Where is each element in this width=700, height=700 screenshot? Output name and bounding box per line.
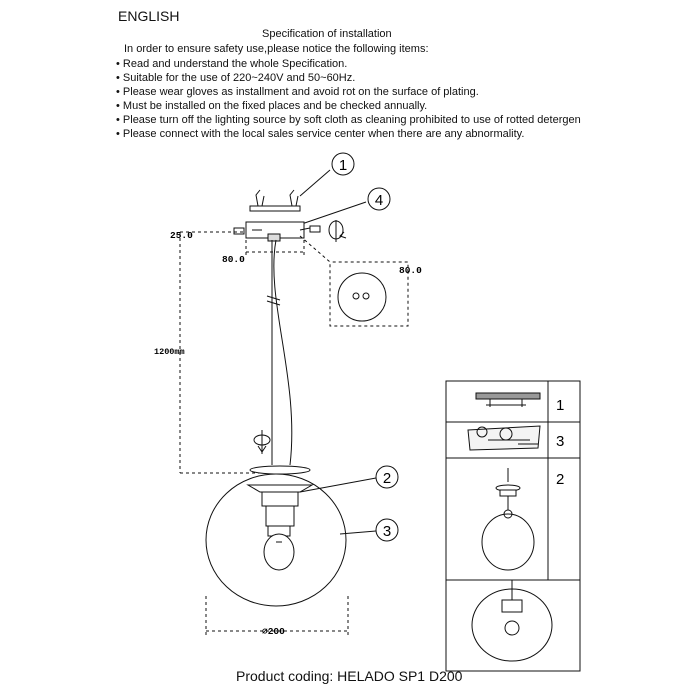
steps-panel xyxy=(445,380,581,672)
canopy-detail xyxy=(337,272,387,322)
canopy-width-label: 80.0 xyxy=(222,254,245,265)
ceiling-plate-icon xyxy=(475,392,541,407)
step-number: 1 xyxy=(556,397,564,414)
callout-2: 2 xyxy=(299,465,399,493)
callout-label: 3 xyxy=(383,523,391,540)
list-item: • Suitable for the use of 220~240V and 5… xyxy=(116,72,356,84)
detail-width-label: 80.0 xyxy=(399,265,422,276)
list-item: • Please turn off the lighting source by… xyxy=(116,114,581,126)
language-heading: ENGLISH xyxy=(118,8,180,24)
list-item: • Please connect with the local sales se… xyxy=(116,128,525,140)
suspension-cable xyxy=(266,239,293,466)
callout-1: 1 xyxy=(299,152,355,197)
intro-text: In order to ensure safety use,please not… xyxy=(124,43,429,55)
globe-shade-icon xyxy=(205,473,347,607)
dimension-lines xyxy=(179,231,409,636)
assembled-lamp-icon xyxy=(471,580,553,662)
bulb-icon xyxy=(263,525,295,571)
callout-label: 1 xyxy=(339,157,347,174)
ceiling-canopy xyxy=(245,221,311,242)
lamp-holder xyxy=(246,465,314,527)
callout-label: 4 xyxy=(375,192,383,209)
spec-title: Specification of installation xyxy=(262,28,392,40)
shade-assembly-icon xyxy=(481,468,535,571)
rotate-icon xyxy=(328,220,347,242)
product-coding: Product coding: HELADO SP1 D200 xyxy=(236,668,463,684)
rotate-icon xyxy=(253,430,271,454)
cable-length-label: 1200mm xyxy=(154,347,185,357)
safety-list: • Read and understand the whole Specific… xyxy=(116,57,581,141)
callout-label: 2 xyxy=(383,470,391,487)
list-item: • Must be installed on the fixed places … xyxy=(116,100,428,112)
step-number: 2 xyxy=(556,471,564,488)
list-item: • Please wear gloves as installment and … xyxy=(116,86,479,98)
mounting-bracket xyxy=(249,189,301,212)
canopy-height-label: 25.0 xyxy=(170,230,193,241)
list-item: • Read and understand the whole Specific… xyxy=(116,58,348,70)
diameter-label: ⌀200 xyxy=(262,626,285,637)
canopy-install-icon xyxy=(467,425,541,451)
step-number: 3 xyxy=(556,433,564,450)
callout-3: 3 xyxy=(339,518,399,542)
